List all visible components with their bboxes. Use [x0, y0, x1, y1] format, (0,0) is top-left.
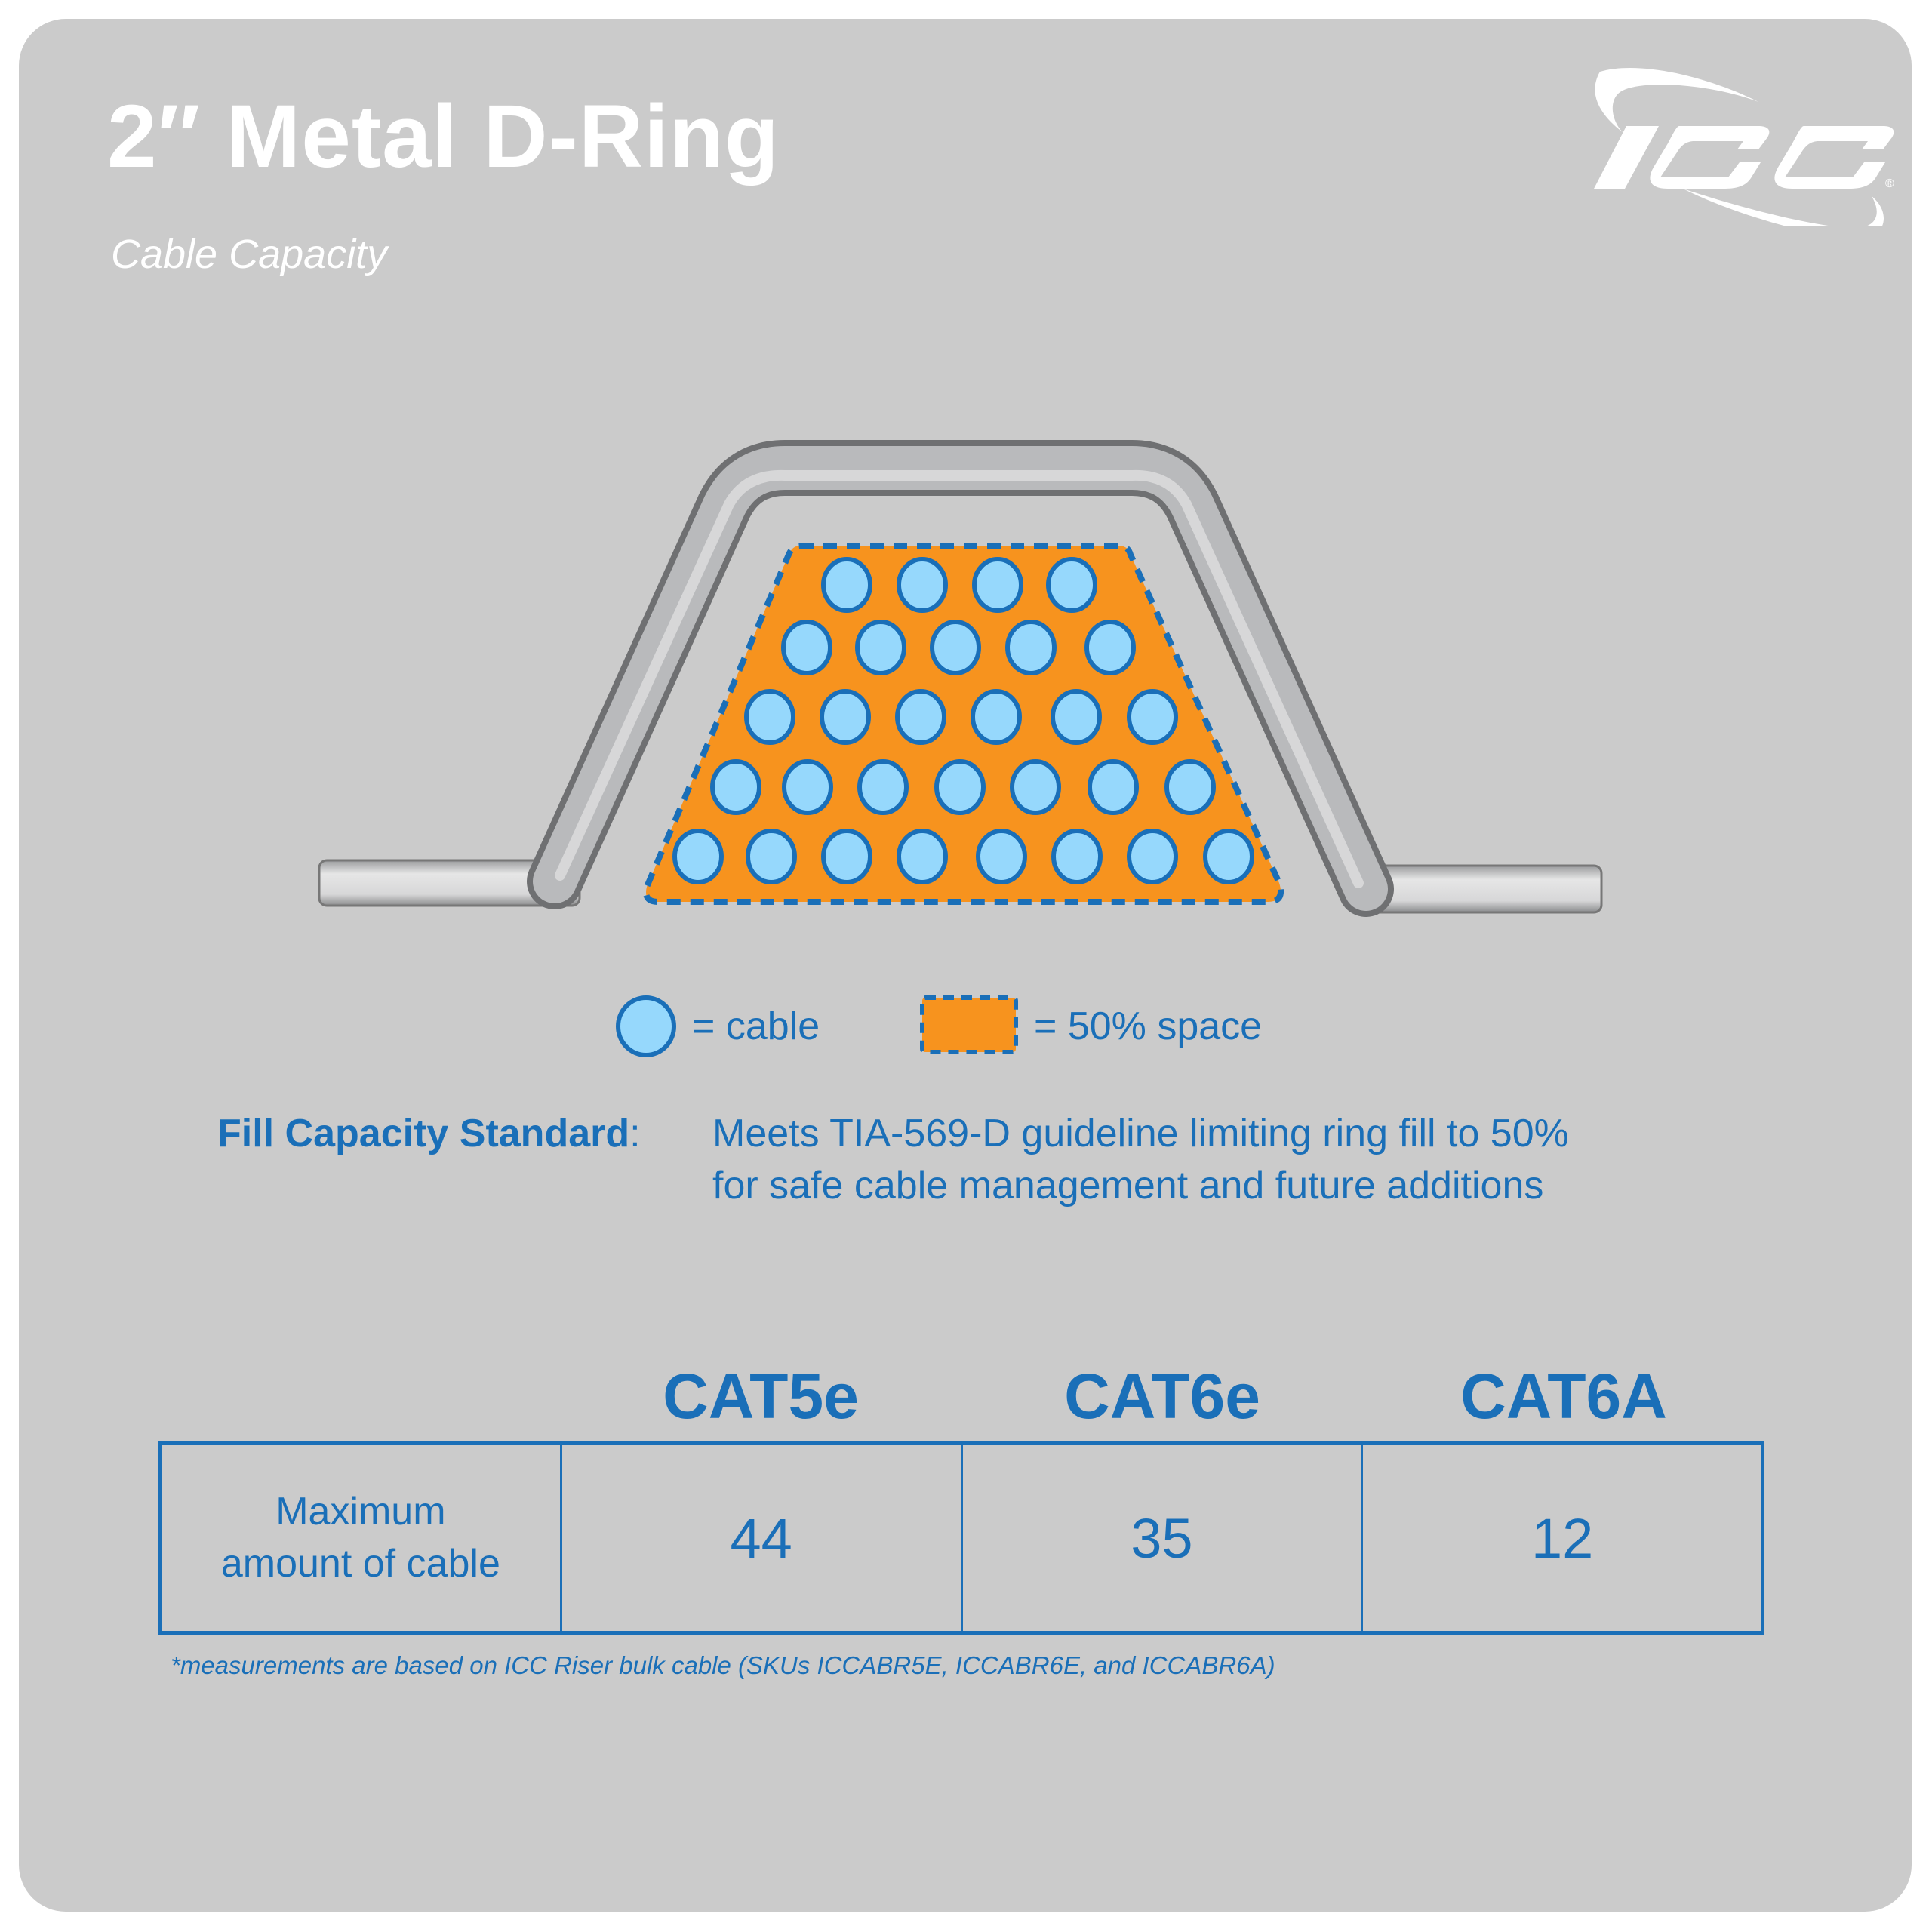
- svg-text:®: ®: [1885, 177, 1894, 190]
- legend-space-label: = 50% space: [1034, 1004, 1263, 1048]
- legend-space-icon: [920, 995, 1018, 1054]
- fill-space-area: [643, 543, 1284, 905]
- fill-standard-separator: :: [629, 1112, 641, 1155]
- cable-icon: [1203, 829, 1254, 884]
- cable-icon: [744, 689, 795, 745]
- cable-icon: [820, 689, 871, 745]
- fill-standard-line-2: for safe cable management and future add…: [712, 1163, 1544, 1208]
- cable-icon: [1046, 557, 1097, 613]
- cable-icon: [855, 620, 906, 675]
- cable-icon: [930, 620, 981, 675]
- cable-icon: [857, 759, 909, 815]
- cable-icon: [782, 759, 833, 815]
- cable-icon: [1084, 620, 1136, 675]
- cable-icon: [897, 557, 948, 613]
- capacity-table: Maximum amount of cable 44 35 12: [158, 1441, 1764, 1635]
- cable-icon: [1088, 759, 1139, 815]
- footnote: *measurements are based on ICC Riser bul…: [171, 1651, 1275, 1679]
- icc-logo: ®: [1594, 67, 1894, 226]
- page-subtitle: Cable Capacity: [111, 232, 388, 277]
- value-cat5e: 44: [562, 1445, 963, 1631]
- cable-icon: [746, 829, 797, 884]
- page-title: 2″ Metal D-Ring: [107, 87, 780, 186]
- cable-icon: [672, 829, 724, 884]
- row-label-cell: Maximum amount of cable: [162, 1445, 562, 1631]
- cable-icon: [781, 620, 832, 675]
- cable-icon: [1127, 829, 1178, 884]
- fill-standard-description: Meets TIA-569-D guideline limiting ring …: [712, 1108, 1569, 1211]
- metal-d-ring: [318, 440, 1603, 917]
- value-cat6e: 35: [963, 1445, 1364, 1631]
- cable-icon: [1010, 759, 1061, 815]
- cable-icon: [895, 689, 946, 745]
- cable-icon: [934, 759, 986, 815]
- column-header-cat6e: CAT6e: [1064, 1361, 1260, 1432]
- cable-icon: [972, 557, 1023, 613]
- column-header-cat6a: CAT6A: [1460, 1361, 1667, 1432]
- row-label-line-2: amount of cable: [220, 1542, 500, 1586]
- cable-icon: [976, 829, 1027, 884]
- cable-icon: [971, 689, 1022, 745]
- cable-icon: [1005, 620, 1057, 675]
- infographic-card: [19, 19, 1912, 1912]
- fill-capacity-standard: Fill Capacity Standard: Meets TIA-569-D …: [217, 1108, 1569, 1208]
- cable-icon: [1164, 759, 1216, 815]
- fill-standard-line-1: Meets TIA-569-D guideline limiting ring …: [712, 1112, 1569, 1155]
- cable-icon: [1051, 829, 1103, 884]
- value-cat6a: 12: [1531, 1506, 1594, 1570]
- fill-standard-label: Fill Capacity Standard: [217, 1112, 630, 1155]
- column-header-cat5e: CAT5e: [663, 1361, 859, 1432]
- cable-icon: [821, 829, 872, 884]
- legend-cable-label: = cable: [692, 1004, 820, 1048]
- cable-icon: [897, 829, 948, 884]
- cable-icon: [1051, 689, 1102, 745]
- cable-icon: [821, 557, 872, 613]
- cable-icon: [1127, 689, 1178, 745]
- cable-grid: [672, 557, 1254, 884]
- row-label-line-1: Maximum: [275, 1490, 446, 1534]
- cable-icon: [710, 759, 761, 815]
- legend-cable-icon: [616, 995, 676, 1057]
